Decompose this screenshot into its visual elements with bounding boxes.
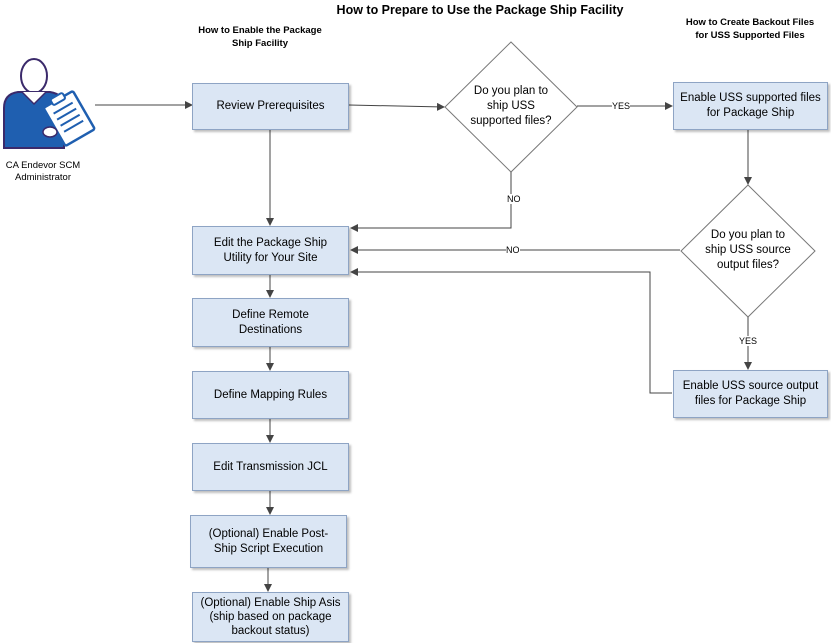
edge-label-no-2: NO	[506, 245, 520, 255]
connector-decision1-no	[350, 172, 512, 232]
right-column-title: How to Create Backout Files for USS Supp…	[685, 17, 815, 41]
step-edit-package-ship-utility: Edit the Package Ship Utility for Your S…	[192, 226, 349, 275]
connector-review-decision1	[348, 102, 445, 111]
edge-label-no-1: NO	[507, 194, 521, 204]
step-enable-post-ship-script: (Optional) Enable Post- Ship Script Exec…	[190, 515, 347, 568]
edge-label-yes-2: YES	[739, 336, 758, 346]
step-enable-ship-asis: (Optional) Enable Ship Asis (ship based …	[192, 592, 349, 642]
step-edit-transmission-jcl: Edit Transmission JCL	[192, 443, 349, 491]
step-enable-uss-source-output: Enable USS source output files for Packa…	[673, 370, 828, 418]
left-column-title: How to Enable the Package Ship Facility	[198, 25, 322, 49]
decision-uss-supported-text: Do you plan to ship USS supported files?	[470, 85, 552, 127]
decision-uss-source-text: Do you plan to ship USS source output fi…	[705, 229, 791, 271]
connector-output-edit	[350, 268, 672, 394]
step-enable-uss-supported-files: Enable USS supported files for Package S…	[673, 82, 828, 130]
step-review-prerequisites: Review Prerequisites	[192, 83, 349, 130]
edge-label-yes-1: YES	[612, 101, 631, 111]
administrator-with-clipboard-icon	[3, 58, 96, 149]
step-define-mapping-rules: Define Mapping Rules	[192, 371, 349, 419]
actor-label: CA Endevor SCM Administrator	[5, 160, 81, 183]
page-title: How to Prepare to Use the Package Ship F…	[336, 3, 624, 17]
step-define-remote-destinations: Define Remote Destinations	[192, 298, 349, 347]
